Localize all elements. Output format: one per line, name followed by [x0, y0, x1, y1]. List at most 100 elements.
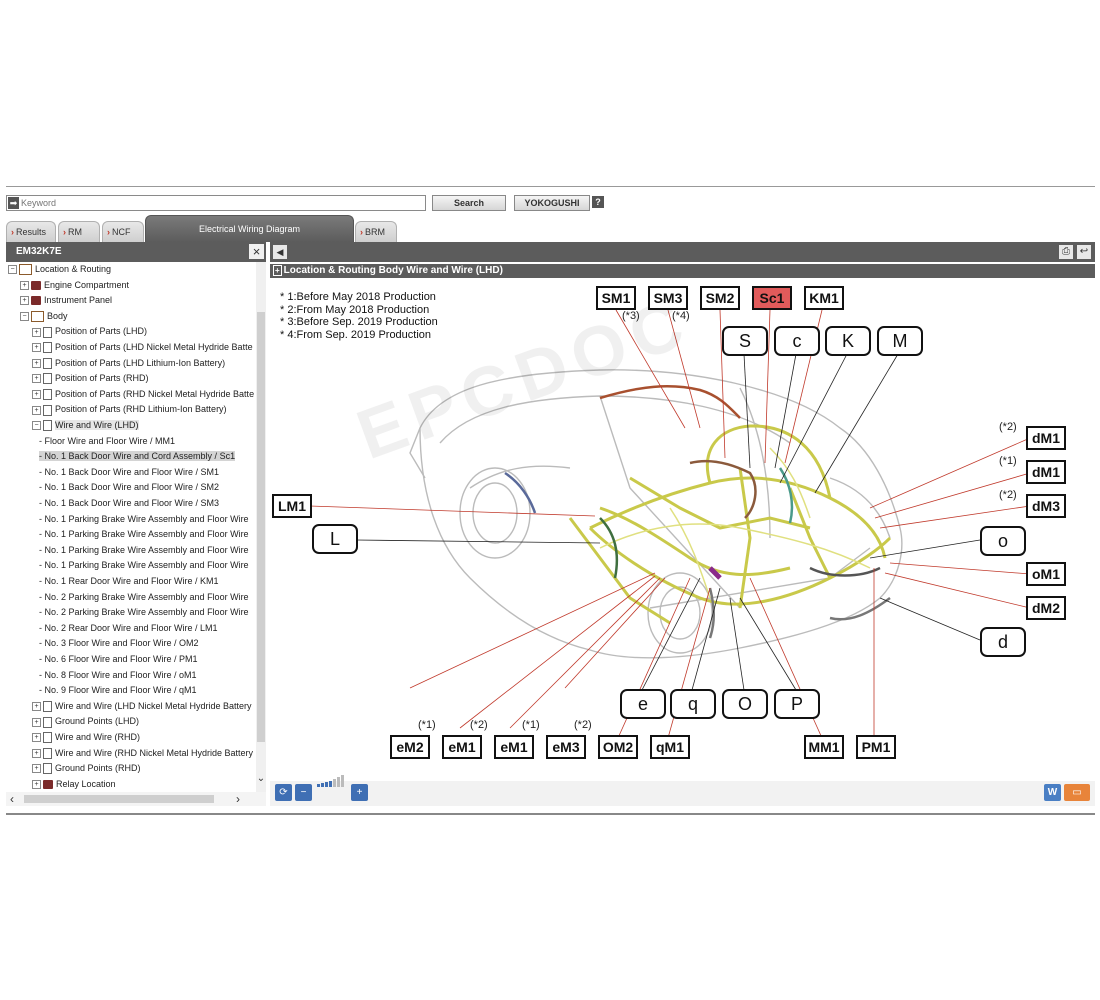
tree-item[interactable]: - No. 1 Back Door Wire and Floor Wire / …: [39, 465, 219, 480]
connector-label-dm1[interactable]: dM1: [1026, 460, 1066, 484]
chevron-down-icon[interactable]: ⌄: [256, 773, 266, 784]
expand-icon[interactable]: +: [32, 764, 41, 774]
back-arrow-icon[interactable]: ◀: [273, 245, 287, 259]
help-icon[interactable]: ?: [592, 196, 604, 208]
connector-label-pm1[interactable]: PM1: [856, 735, 896, 759]
tree-item[interactable]: - No. 9 Floor Wire and Floor Wire / qM1: [39, 683, 197, 698]
tree-item[interactable]: - No. 1 Parking Brake Wire Assembly and …: [39, 512, 249, 527]
location-marker-m[interactable]: M: [877, 326, 923, 356]
expand-icon[interactable]: +: [32, 389, 41, 399]
word-export-icon[interactable]: W: [1044, 784, 1061, 801]
tree-item[interactable]: +Position of Parts (RHD Lithium-Ion Batt…: [32, 402, 227, 417]
connector-label-em1[interactable]: eM1: [494, 735, 534, 759]
collapse-icon[interactable]: −: [20, 311, 29, 321]
connector-label-em3[interactable]: eM3: [546, 735, 586, 759]
tree-item[interactable]: −Body: [20, 309, 68, 324]
tree-item[interactable]: - No. 1 Back Door Wire and Cord Assembly…: [39, 449, 236, 464]
connector-label-sc1[interactable]: Sc1: [752, 286, 792, 310]
expand-icon[interactable]: +: [32, 358, 41, 368]
tree-item[interactable]: - Floor Wire and Floor Wire / MM1: [39, 434, 175, 449]
zoom-in-icon[interactable]: +: [351, 784, 368, 801]
tree-item[interactable]: - No. 1 Parking Brake Wire Assembly and …: [39, 558, 249, 573]
location-marker-d[interactable]: d: [980, 627, 1026, 657]
connector-label-dm2[interactable]: dM2: [1026, 596, 1066, 620]
connector-label-em2[interactable]: eM2: [390, 735, 430, 759]
connector-label-km1[interactable]: KM1: [804, 286, 844, 310]
expand-icon[interactable]: +: [20, 280, 29, 290]
connector-label-dm3[interactable]: dM3: [1026, 494, 1066, 518]
connector-label-lm1[interactable]: LM1: [272, 494, 312, 518]
scroll-thumb[interactable]: [24, 795, 214, 803]
expand-icon[interactable]: +: [32, 748, 41, 758]
tree-item[interactable]: - No. 1 Back Door Wire and Floor Wire / …: [39, 496, 219, 511]
tree-item[interactable]: +Position of Parts (LHD): [32, 324, 147, 339]
tree-item[interactable]: −Wire and Wire (LHD): [32, 418, 139, 433]
tree-item[interactable]: - No. 8 Floor Wire and Floor Wire / oM1: [39, 668, 197, 683]
search-field[interactable]: ➡: [6, 195, 426, 211]
tree-item[interactable]: +Ground Points (RHD): [32, 761, 141, 776]
connector-label-om2[interactable]: OM2: [598, 735, 638, 759]
tab-results[interactable]: ›Results: [6, 221, 56, 242]
expand-icon[interactable]: +: [32, 717, 41, 727]
tab-electrical-wiring-diagram[interactable]: Electrical Wiring Diagram: [145, 215, 354, 242]
tree-item[interactable]: +Relay Location: [32, 777, 116, 792]
location-marker-o[interactable]: o: [980, 526, 1026, 556]
tree-item[interactable]: −Location & Routing: [8, 262, 111, 277]
tree-item[interactable]: +Wire and Wire (RHD): [32, 730, 140, 745]
expand-icon[interactable]: +: [32, 327, 41, 337]
tab-ncf[interactable]: ›NCF: [102, 221, 144, 242]
connector-label-sm3[interactable]: SM3: [648, 286, 688, 310]
location-marker-l[interactable]: L: [312, 524, 358, 554]
tree-item[interactable]: - No. 1 Parking Brake Wire Assembly and …: [39, 527, 249, 542]
search-input[interactable]: [21, 196, 421, 210]
tab-brm[interactable]: ›BRM: [355, 221, 397, 242]
location-marker-s[interactable]: S: [722, 326, 768, 356]
expand-icon[interactable]: +: [273, 264, 282, 276]
expand-icon[interactable]: +: [32, 405, 41, 415]
tree-vertical-scrollbar[interactable]: ⌄: [256, 262, 266, 792]
screen-view-icon[interactable]: ▭: [1064, 784, 1090, 801]
chevron-right-icon[interactable]: ›: [236, 792, 240, 806]
tree-item[interactable]: - No. 6 Floor Wire and Floor Wire / PM1: [39, 652, 198, 667]
tree-item[interactable]: +Position of Parts (RHD Nickel Metal Hyd…: [32, 387, 254, 402]
location-marker-e[interactable]: e: [620, 689, 666, 719]
location-marker-o-upper[interactable]: O: [722, 689, 768, 719]
expand-icon[interactable]: +: [32, 701, 41, 711]
connector-label-om1[interactable]: oM1: [1026, 562, 1066, 586]
tree-item[interactable]: - No. 2 Rear Door Wire and Floor Wire / …: [39, 621, 218, 636]
connector-label-mm1[interactable]: MM1: [804, 735, 844, 759]
close-icon[interactable]: ×: [249, 244, 264, 259]
connector-label-sm2[interactable]: SM2: [700, 286, 740, 310]
search-button[interactable]: Search: [432, 195, 506, 211]
tree-item[interactable]: - No. 2 Parking Brake Wire Assembly and …: [39, 605, 249, 620]
tree-item[interactable]: - No. 1 Parking Brake Wire Assembly and …: [39, 543, 249, 558]
scroll-thumb[interactable]: [257, 312, 265, 742]
expand-icon[interactable]: +: [20, 296, 29, 306]
tree-item[interactable]: +Wire and Wire (RHD Nickel Metal Hydride…: [32, 746, 253, 761]
zoom-out-icon[interactable]: −: [295, 784, 312, 801]
tree-item[interactable]: +Wire and Wire (LHD Nickel Metal Hydride…: [32, 699, 252, 714]
chevron-left-icon[interactable]: ‹: [10, 792, 14, 806]
expand-icon[interactable]: +: [32, 343, 41, 353]
collapse-icon[interactable]: −: [8, 265, 17, 275]
tree-item[interactable]: +Position of Parts (RHD): [32, 371, 149, 386]
tree-item[interactable]: - No. 3 Floor Wire and Floor Wire / OM2: [39, 636, 199, 651]
expand-icon[interactable]: +: [32, 733, 41, 743]
location-marker-c[interactable]: c: [774, 326, 820, 356]
exit-icon[interactable]: ↩: [1077, 245, 1091, 259]
print-icon[interactable]: ⎙: [1059, 245, 1073, 259]
tree-item[interactable]: +Instrument Panel: [20, 293, 112, 308]
tree-item[interactable]: - No. 1 Back Door Wire and Floor Wire / …: [39, 480, 219, 495]
tree-item[interactable]: +Position of Parts (LHD Lithium-Ion Batt…: [32, 356, 225, 371]
tree-horizontal-scrollbar[interactable]: ‹ ›: [6, 792, 266, 806]
expand-icon[interactable]: +: [32, 779, 41, 789]
tree-item[interactable]: - No. 2 Parking Brake Wire Assembly and …: [39, 590, 249, 605]
connector-label-qm1[interactable]: qM1: [650, 735, 690, 759]
tree-item[interactable]: - No. 1 Rear Door Wire and Floor Wire / …: [39, 574, 219, 589]
connector-label-em1[interactable]: eM1: [442, 735, 482, 759]
tree-item[interactable]: +Ground Points (LHD): [32, 714, 139, 729]
connector-label-sm1[interactable]: SM1: [596, 286, 636, 310]
collapse-icon[interactable]: −: [32, 421, 41, 431]
tree-item[interactable]: +Engine Compartment: [20, 278, 129, 293]
tab-rm[interactable]: ›RM: [58, 221, 100, 242]
